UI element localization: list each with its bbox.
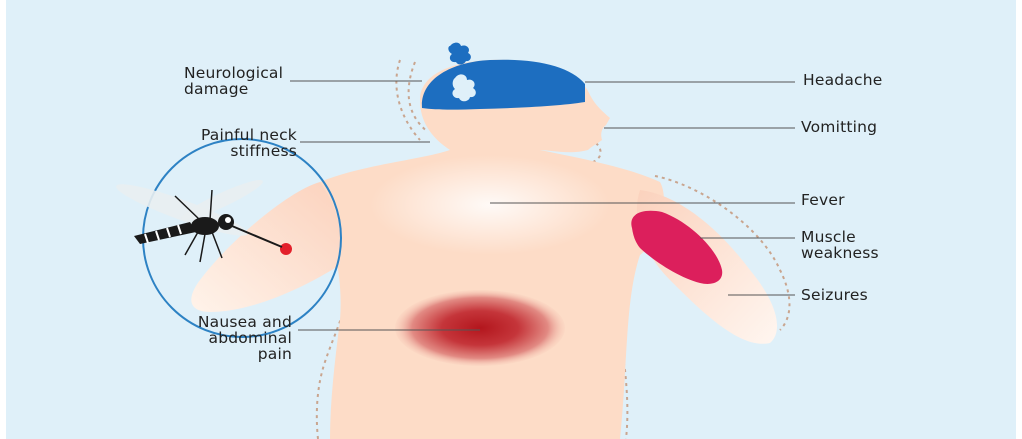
label-seizures: Seizures: [801, 287, 868, 303]
label-headache: Headache: [803, 72, 883, 88]
label-painful-neck-stiffness: Painful neck stiffness: [144, 127, 297, 159]
label-vomitting: Vomitting: [801, 119, 877, 135]
label-nausea-abdominal-pain: Nausea and abdominal pain: [140, 314, 292, 362]
chest-highlight: [370, 155, 610, 255]
label-fever: Fever: [801, 192, 845, 208]
label-muscle-weakness: Muscle weakness: [801, 229, 879, 261]
label-neurological-damage: Neurological damage: [184, 65, 283, 97]
abdomen-pain-mark: [395, 290, 565, 366]
bite-mark-icon: [280, 243, 292, 255]
